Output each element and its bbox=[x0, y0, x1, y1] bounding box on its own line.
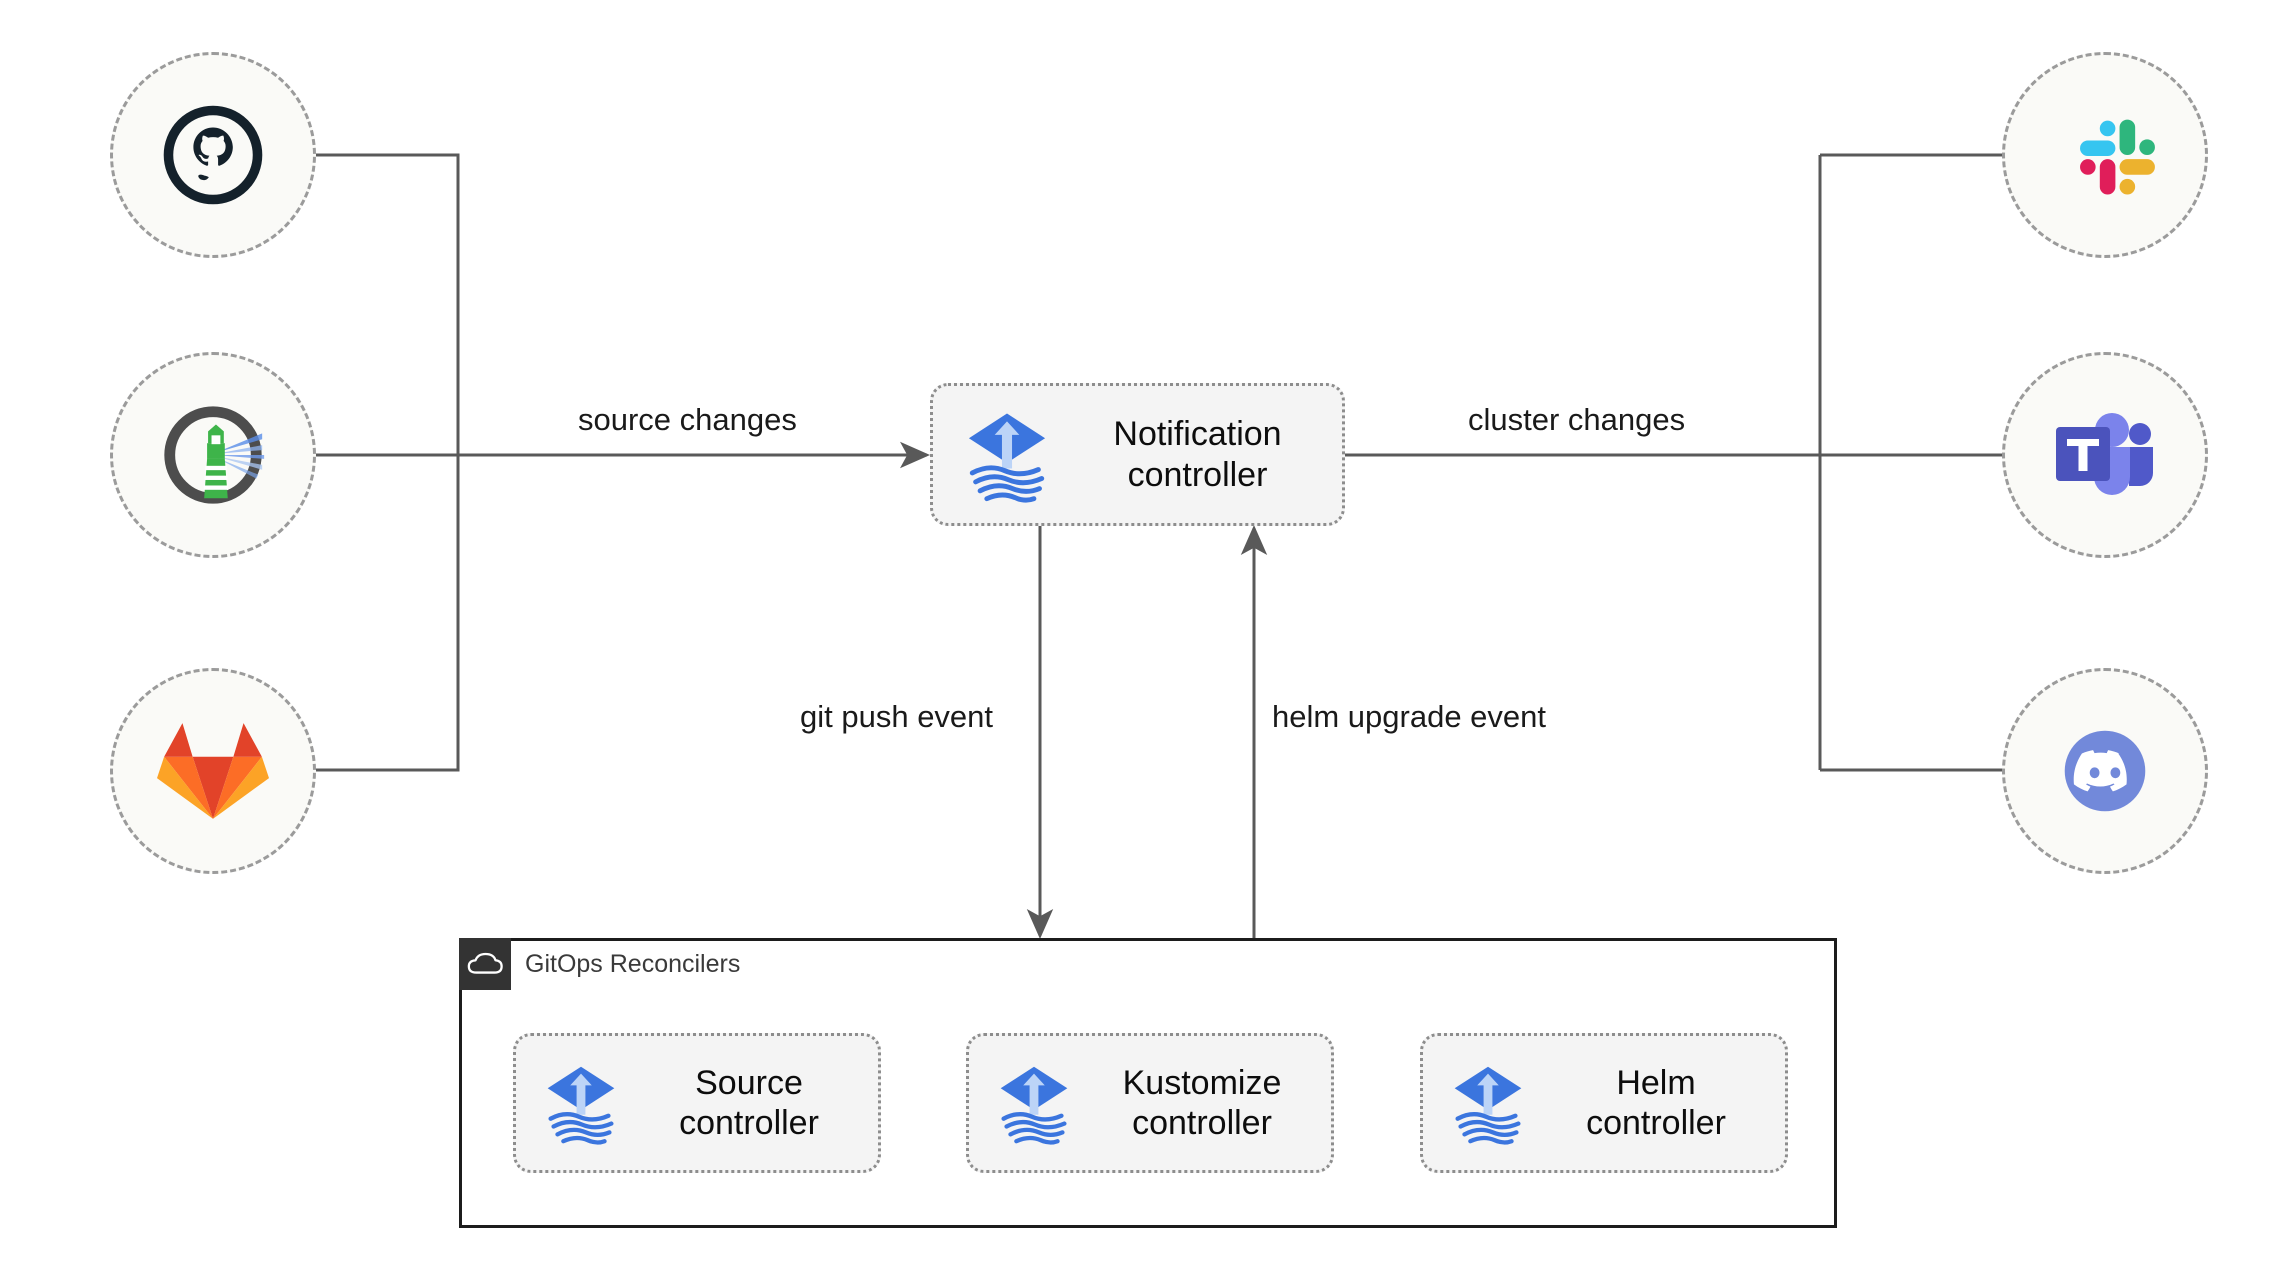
edge-label-helm-upgrade-event: helm upgrade event bbox=[1272, 699, 1547, 734]
edge-label-cluster-changes: cluster changes bbox=[1468, 402, 1686, 437]
cloud-icon bbox=[459, 938, 511, 990]
kustomize-controller-box[interactable]: Kustomize controller bbox=[966, 1033, 1334, 1173]
source-node-github[interactable] bbox=[110, 52, 316, 258]
source-controller-label: Source controller bbox=[679, 1063, 819, 1142]
source-controller-box[interactable]: Source controller bbox=[513, 1033, 881, 1173]
target-node-teams[interactable] bbox=[2002, 352, 2208, 558]
notification-controller-box[interactable]: Notification controller bbox=[930, 383, 1345, 526]
flux-logo-icon bbox=[547, 1066, 615, 1145]
kustomize-controller-label: Kustomize controller bbox=[1122, 1063, 1282, 1142]
helm-controller-box[interactable]: Helm controller bbox=[1420, 1033, 1788, 1173]
slack-icon bbox=[2080, 119, 2155, 195]
flux-logo-icon bbox=[1000, 1066, 1068, 1145]
notification-controller-label: Notification controller bbox=[1113, 415, 1282, 494]
gitops-reconcilers-header: GitOps Reconcilers bbox=[459, 938, 740, 990]
source-node-flux[interactable] bbox=[110, 352, 316, 558]
edge-label-source-changes: source changes bbox=[578, 402, 797, 437]
flux-logo-icon bbox=[1454, 1066, 1522, 1145]
discord-icon bbox=[2064, 730, 2146, 812]
flux-lighthouse-icon bbox=[164, 406, 265, 504]
target-node-discord[interactable] bbox=[2002, 668, 2208, 874]
microsoft-teams-icon bbox=[2056, 413, 2153, 495]
flux-logo-icon bbox=[968, 413, 1046, 503]
gitlab-icon bbox=[157, 723, 269, 819]
source-node-gitlab[interactable] bbox=[110, 668, 316, 874]
github-icon bbox=[163, 105, 263, 205]
edge-label-git-push-event: git push event bbox=[800, 699, 994, 734]
helm-controller-label: Helm controller bbox=[1586, 1063, 1726, 1142]
gitops-reconcilers-title: GitOps Reconcilers bbox=[525, 949, 741, 978]
target-node-slack[interactable] bbox=[2002, 52, 2208, 258]
